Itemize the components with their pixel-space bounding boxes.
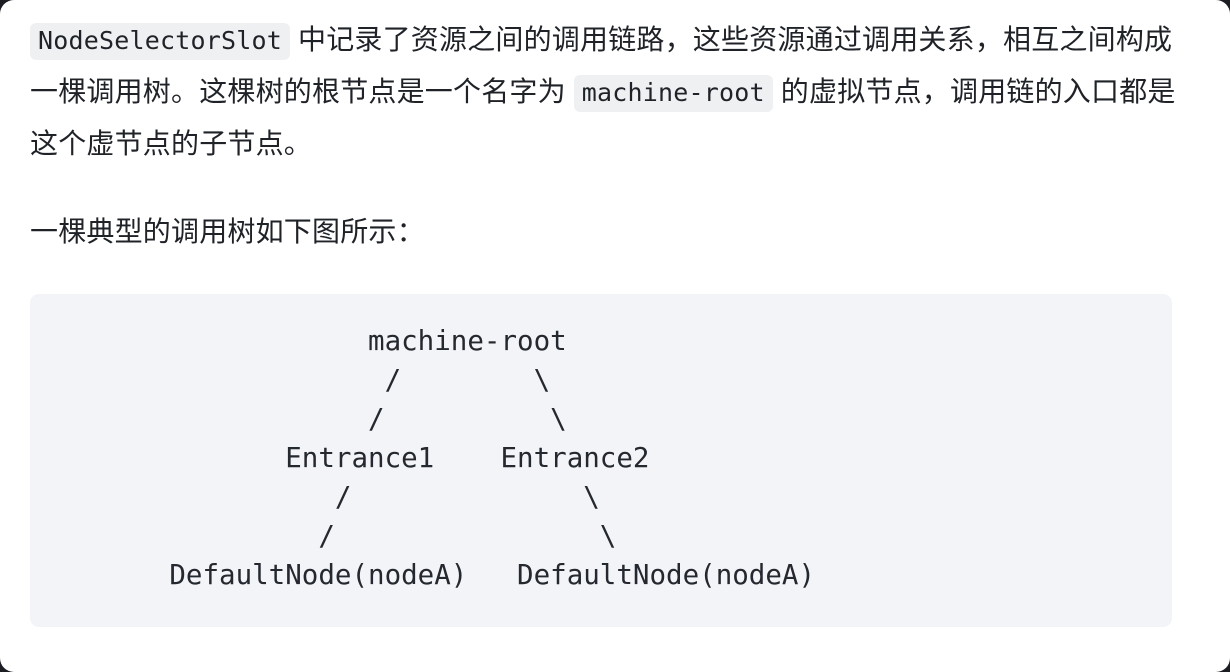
code-block-call-tree: machine-root / \ / \ Entrance1 Entrance2… bbox=[30, 294, 1172, 627]
paragraph-intro-text-1: 中记录了资源之间的调用链路，这些资源通过调用关系，相互之间构成一棵调用树。这棵树… bbox=[30, 24, 1173, 107]
paragraph-caption: 一棵典型的调用树如下图所示： bbox=[30, 216, 425, 247]
ascii-call-tree: machine-root / \ / \ Entrance1 Entrance2… bbox=[169, 325, 816, 591]
paragraph-intro-text-2: 的虚拟节点，调用链的入口都是这个虚节点的子节点。 bbox=[30, 76, 1176, 159]
inline-code-nodeselectorslot: NodeSelectorSlot bbox=[30, 23, 291, 60]
inline-code-machine-root: machine-root bbox=[573, 75, 773, 112]
paragraph-intro: NodeSelectorSlot 中记录了资源之间的调用链路，这些资源通过调用关… bbox=[30, 14, 1200, 170]
document-content: NodeSelectorSlot 中记录了资源之间的调用链路，这些资源通过调用关… bbox=[30, 14, 1200, 627]
